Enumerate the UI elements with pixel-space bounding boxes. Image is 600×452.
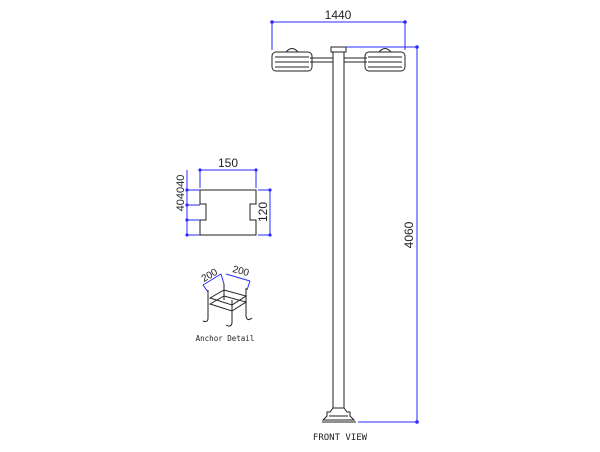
width-dimension: 1440 [270, 8, 407, 50]
light-pole [271, 46, 406, 423]
front-view-label: FRONT VIEW [313, 433, 368, 443]
width-dim-text: 1440 [325, 8, 352, 22]
height-dimension: 4060 [346, 45, 419, 424]
anchor-detail-label: Anchor Detail [196, 334, 255, 343]
anchor-detail: 200 200 Anchor Detail [196, 264, 255, 343]
section-left-dims-text: 404040 [175, 175, 187, 212]
section-width-text: 150 [218, 156, 238, 170]
height-dim-text: 4060 [402, 221, 416, 248]
pole-base [321, 407, 356, 423]
pole-section-detail: 150 404040 120 [175, 156, 272, 237]
pole-shaft [332, 51, 345, 409]
right-lamp [364, 48, 406, 72]
section-height-text: 120 [256, 202, 270, 222]
anchor-dim-a-text: 200 [200, 267, 220, 285]
pole-cap [330, 46, 347, 53]
left-lamp [271, 48, 313, 72]
anchor-dim-b-text: 200 [231, 264, 250, 279]
